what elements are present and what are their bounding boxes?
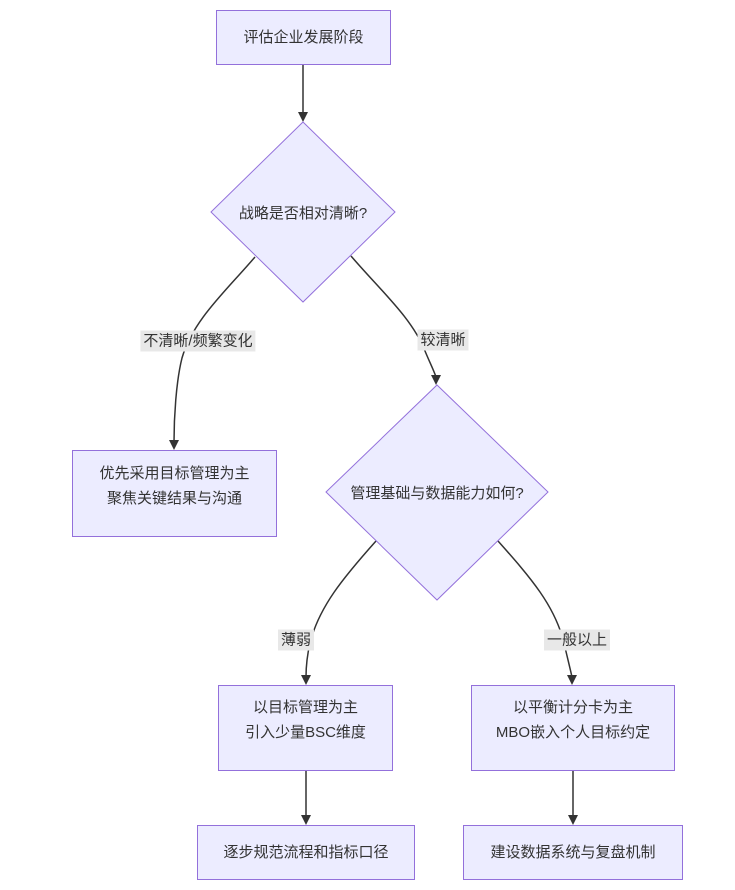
arrowhead-process <box>301 815 311 825</box>
node-start-label: 评估企业发展阶段 <box>243 29 364 46</box>
node-mbo-first-line2: 聚焦关键结果与沟通 <box>106 489 242 507</box>
node-start: 评估企业发展阶段 <box>216 10 391 65</box>
edge-q2-to-bsc-mbo <box>497 540 573 678</box>
node-mbo-bsc-line2: 引入少量BSC维度 <box>245 724 366 741</box>
node-mbo-bsc-line1: 以目标管理为主 <box>252 699 358 716</box>
arrowhead-q1 <box>298 112 308 122</box>
edge-label-weak: 薄弱 <box>277 629 315 651</box>
edge-q1-to-q2 <box>350 255 437 378</box>
edge-label-clear: 较清晰 <box>417 329 469 351</box>
node-mbo-first-line1: 优先采用目标管理为主 <box>99 464 250 482</box>
node-q1-shape <box>210 121 396 303</box>
edge-q1-to-mbo-first <box>173 256 256 443</box>
node-bsc-mbo-line1: 以平衡计分卡为主 <box>512 699 633 716</box>
arrowhead-q2 <box>431 375 441 385</box>
edge-label-unclear: 不清晰/频繁变化 <box>140 330 256 352</box>
node-datasys-label: 建设数据系统与复盘机制 <box>490 844 656 861</box>
node-bsc-mbo: 以平衡计分卡为主 MBO嵌入个人目标约定 <box>471 685 675 771</box>
arrowhead-bsc-mbo <box>567 675 577 685</box>
arrowhead-mbo-bsc <box>301 675 311 685</box>
node-q2-shape <box>325 384 549 601</box>
node-process-label: 逐步规范流程和指标口径 <box>223 844 389 861</box>
edge-q2-to-mbo-bsc <box>305 540 377 678</box>
edge-label-average-up: 一般以上 <box>543 629 611 651</box>
node-datasys: 建设数据系统与复盘机制 <box>463 825 683 880</box>
node-bsc-mbo-line2: MBO嵌入个人目标约定 <box>495 724 651 741</box>
node-mbo-first: 优先采用目标管理为主 聚焦关键结果与沟通 <box>72 450 277 537</box>
arrowhead-mbo-first <box>169 440 179 450</box>
arrowhead-datasys <box>568 815 578 825</box>
node-mbo-bsc: 以目标管理为主 引入少量BSC维度 <box>218 685 393 771</box>
node-process: 逐步规范流程和指标口径 <box>197 825 415 880</box>
